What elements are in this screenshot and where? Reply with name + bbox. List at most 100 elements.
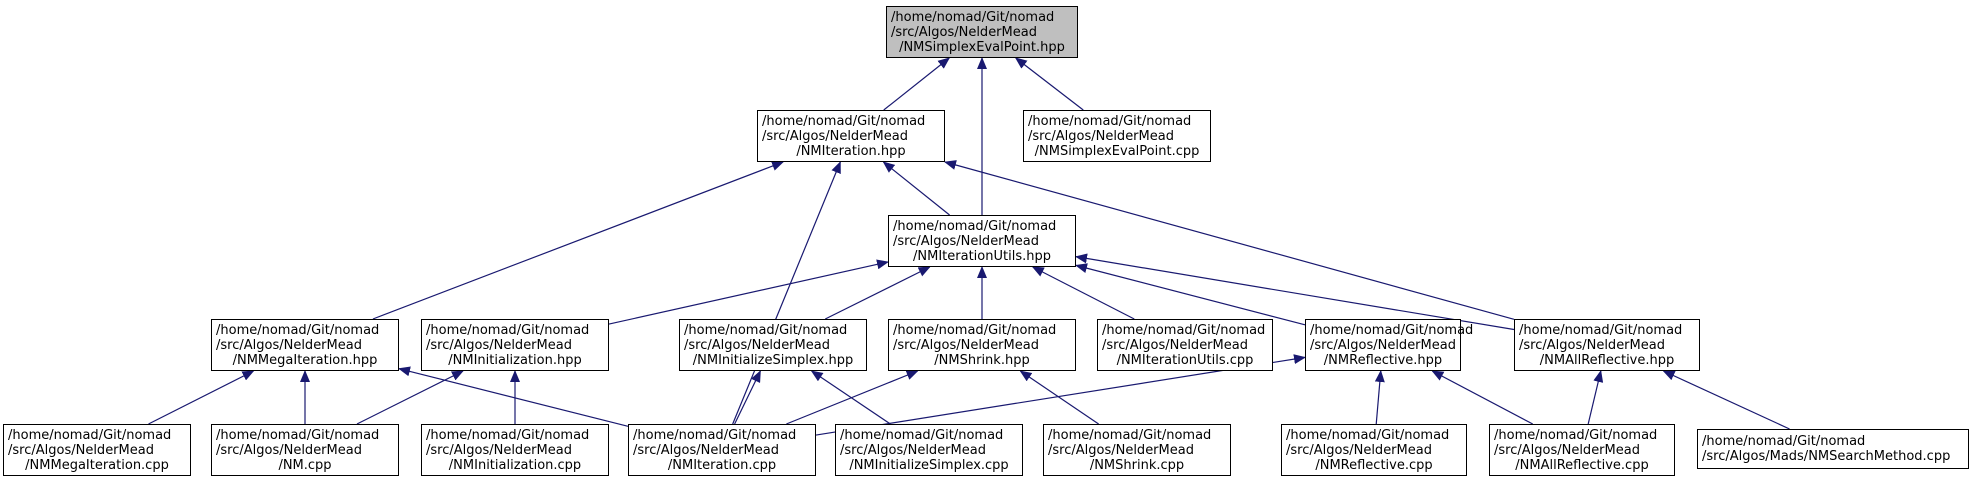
edge-iteration_utils_hpp-to-iteration_hpp bbox=[882, 161, 950, 216]
node-nminitializesimplex-hpp[interactable]: /home/nomad/Git/nomad /src/Algos/NelderM… bbox=[679, 319, 867, 371]
node-line-1: /home/nomad/Git/nomad bbox=[1286, 427, 1450, 443]
node-nminitialization-hpp[interactable]: /home/nomad/Git/nomad /src/Algos/NelderM… bbox=[421, 319, 609, 371]
edge-reflective_cpp-to-reflective_hpp bbox=[1374, 370, 1385, 425]
node-line-3: /NMAllReflective.cpp bbox=[1515, 457, 1649, 473]
node-line-2: /src/Algos/NelderMead bbox=[1310, 337, 1456, 353]
node-line-3: /NMIteration.hpp bbox=[796, 143, 906, 159]
node-line-3: /NMMegaIteration.cpp bbox=[25, 457, 169, 473]
node-line-1: /home/nomad/Git/nomad bbox=[893, 218, 1057, 234]
node-line-1: /home/nomad/Git/nomad bbox=[426, 427, 590, 443]
node-nm-cpp[interactable]: /home/nomad/Git/nomad /src/Algos/NelderM… bbox=[211, 424, 399, 476]
node-nmiteration-hpp[interactable]: /home/nomad/Git/nomad /src/Algos/NelderM… bbox=[757, 110, 945, 162]
node-line-2: /src/Algos/NelderMead bbox=[684, 337, 830, 353]
edge-shrink_cpp-to-shrink_hpp bbox=[1019, 370, 1099, 425]
edge-search_method_cpp-to-all_reflective_hpp bbox=[1662, 370, 1790, 430]
node-line-1: /home/nomad/Git/nomad bbox=[1702, 434, 1866, 449]
edge-iteration_cpp-to-iteration_hpp bbox=[732, 161, 841, 425]
node-line-3: /NM.cpp bbox=[278, 457, 332, 473]
edge-initialization_hpp-to-iteration_utils_hpp bbox=[608, 259, 889, 325]
node-nmiterationutils-hpp[interactable]: /home/nomad/Git/nomad /src/Algos/NelderM… bbox=[888, 215, 1076, 267]
node-line-2: /src/Algos/NelderMead bbox=[1519, 337, 1665, 353]
node-line-3: /NMSimplexEvalPoint.hpp bbox=[899, 39, 1065, 55]
node-nmmegaiteration-hpp[interactable]: /home/nomad/Git/nomad /src/Algos/NelderM… bbox=[211, 319, 399, 371]
node-nmmegaiteration-cpp[interactable]: /home/nomad/Git/nomad /src/Algos/NelderM… bbox=[3, 424, 191, 476]
node-line-2: /src/Algos/Mads/NMSearchMethod.cpp bbox=[1702, 449, 1951, 464]
node-line-3: /NMInitialization.hpp bbox=[448, 352, 582, 368]
node-line-1: /home/nomad/Git/nomad bbox=[762, 113, 926, 129]
node-line-3: /NMSimplexEvalPoint.cpp bbox=[1034, 143, 1200, 159]
node-line-3: /NMInitializeSimplex.cpp bbox=[849, 457, 1009, 473]
node-line-3: /NMAllReflective.hpp bbox=[1539, 352, 1675, 368]
node-line-3: /NMIteration.cpp bbox=[667, 457, 777, 473]
edge-all_reflective_hpp-to-iteration_hpp bbox=[944, 160, 1515, 320]
node-nmsimplexevalpoint-cpp[interactable]: /home/nomad/Git/nomad /src/Algos/NelderM… bbox=[1023, 110, 1211, 162]
node-line-2: /src/Algos/NelderMead bbox=[1048, 442, 1194, 458]
edge-iteration_cpp-to-initialize_simplex_hpp bbox=[734, 370, 761, 425]
node-line-2: /src/Algos/NelderMead bbox=[1286, 442, 1432, 458]
edge-iteration_hpp-to-simplex_eval_point_hpp bbox=[883, 57, 951, 111]
node-nminitializesimplex-cpp[interactable]: /home/nomad/Git/nomad /src/Algos/NelderM… bbox=[835, 424, 1023, 476]
node-line-3: /NMMegaIteration.hpp bbox=[232, 352, 378, 368]
node-line-2: /src/Algos/NelderMead bbox=[216, 442, 362, 458]
node-line-2: /src/Algos/NelderMead bbox=[893, 233, 1039, 249]
edge-reflective_hpp-to-iteration_utils_hpp bbox=[1075, 263, 1306, 326]
node-line-1: /home/nomad/Git/nomad bbox=[1102, 322, 1266, 338]
edge-all_reflective_cpp-to-all_reflective_hpp bbox=[1587, 370, 1604, 425]
node-nmallreflective-cpp[interactable]: /home/nomad/Git/nomad /src/Algos/NelderM… bbox=[1489, 424, 1675, 476]
edge-all_reflective_cpp-to-reflective_hpp bbox=[1431, 370, 1534, 425]
edge-iteration_utils_cpp-to-iteration_utils_hpp bbox=[1031, 266, 1135, 320]
edge-nm_cpp-to-initialization_hpp bbox=[356, 370, 464, 425]
node-line-1: /home/nomad/Git/nomad bbox=[684, 322, 848, 338]
node-nmreflective-hpp[interactable]: /home/nomad/Git/nomad /src/Algos/NelderM… bbox=[1305, 319, 1473, 371]
node-line-3: /NMReflective.hpp bbox=[1323, 352, 1443, 368]
node-line-2: /src/Algos/NelderMead bbox=[426, 337, 572, 353]
edge-all_reflective_hpp-to-iteration_utils_hpp bbox=[1075, 253, 1515, 331]
node-line-2: /src/Algos/NelderMead bbox=[893, 337, 1039, 353]
node-line-1: /home/nomad/Git/nomad bbox=[891, 9, 1055, 25]
node-line-1: /home/nomad/Git/nomad bbox=[1310, 322, 1474, 338]
node-line-3: /NMReflective.cpp bbox=[1315, 457, 1433, 473]
edge-iteration_cpp-to-shrink_hpp bbox=[786, 370, 919, 425]
node-line-3: /NMInitializeSimplex.hpp bbox=[692, 352, 854, 368]
node-line-1: /home/nomad/Git/nomad bbox=[840, 427, 1004, 443]
node-line-1: /home/nomad/Git/nomad bbox=[216, 427, 380, 443]
node-line-2: /src/Algos/NelderMead bbox=[891, 24, 1037, 40]
node-line-1: /home/nomad/Git/nomad bbox=[1028, 113, 1192, 129]
node-nmsearchmethod-cpp[interactable]: /home/nomad/Git/nomad /src/Algos/Mads/NM… bbox=[1697, 429, 1969, 469]
node-line-1: /home/nomad/Git/nomad bbox=[1048, 427, 1212, 443]
node-line-2: /src/Algos/NelderMead bbox=[1494, 442, 1640, 458]
node-line-2: /src/Algos/NelderMead bbox=[633, 442, 779, 458]
edge-initialize_simplex_hpp-to-iteration_utils_hpp bbox=[824, 266, 931, 320]
edge-iteration_cpp-to-mega_iteration_hpp bbox=[398, 366, 629, 427]
node-line-3: /NMInitialization.cpp bbox=[448, 457, 582, 473]
node-nmshrink-cpp[interactable]: /home/nomad/Git/nomad /src/Algos/NelderM… bbox=[1043, 424, 1231, 476]
node-line-3: /NMIterationUtils.hpp bbox=[913, 248, 1051, 264]
node-line-1: /home/nomad/Git/nomad bbox=[426, 322, 590, 338]
node-line-3: /NMShrink.cpp bbox=[1089, 457, 1185, 473]
edge-mega_iteration_cpp-to-mega_iteration_hpp bbox=[148, 370, 255, 425]
node-line-1: /home/nomad/Git/nomad bbox=[8, 427, 172, 443]
node-nmiteration-cpp[interactable]: /home/nomad/Git/nomad /src/Algos/NelderM… bbox=[628, 424, 816, 476]
node-line-2: /src/Algos/NelderMead bbox=[1102, 337, 1248, 353]
node-line-2: /src/Algos/NelderMead bbox=[1028, 128, 1174, 144]
edge-mega_iteration_hpp-to-iteration_hpp bbox=[372, 161, 785, 320]
node-line-2: /src/Algos/NelderMead bbox=[762, 128, 908, 144]
node-line-1: /home/nomad/Git/nomad bbox=[1519, 322, 1683, 338]
node-line-3: /NMShrink.hpp bbox=[934, 352, 1030, 368]
node-line-1: /home/nomad/Git/nomad bbox=[216, 322, 380, 338]
node-line-2: /src/Algos/NelderMead bbox=[840, 442, 986, 458]
node-line-3: /NMIterationUtils.cpp bbox=[1116, 352, 1254, 368]
node-nminitialization-cpp[interactable]: /home/nomad/Git/nomad /src/Algos/NelderM… bbox=[421, 424, 609, 476]
node-line-1: /home/nomad/Git/nomad bbox=[893, 322, 1057, 338]
node-nmreflective-cpp[interactable]: /home/nomad/Git/nomad /src/Algos/NelderM… bbox=[1281, 424, 1467, 476]
node-nmsimplexevalpoint-hpp[interactable]: /home/nomad/Git/nomad /src/Algos/NelderM… bbox=[886, 6, 1078, 58]
edge-simplex_eval_point_cpp-to-simplex_eval_point_hpp bbox=[1014, 57, 1084, 111]
node-line-2: /src/Algos/NelderMead bbox=[426, 442, 572, 458]
node-nmallreflective-hpp[interactable]: /home/nomad/Git/nomad /src/Algos/NelderM… bbox=[1514, 319, 1700, 371]
node-nmiterationutils-cpp[interactable]: /home/nomad/Git/nomad /src/Algos/NelderM… bbox=[1097, 319, 1273, 371]
node-line-2: /src/Algos/NelderMead bbox=[8, 442, 154, 458]
node-line-1: /home/nomad/Git/nomad bbox=[633, 427, 797, 443]
node-nmshrink-hpp[interactable]: /home/nomad/Git/nomad /src/Algos/NelderM… bbox=[888, 319, 1076, 371]
node-line-1: /home/nomad/Git/nomad bbox=[1494, 427, 1658, 443]
node-line-2: /src/Algos/NelderMead bbox=[216, 337, 362, 353]
